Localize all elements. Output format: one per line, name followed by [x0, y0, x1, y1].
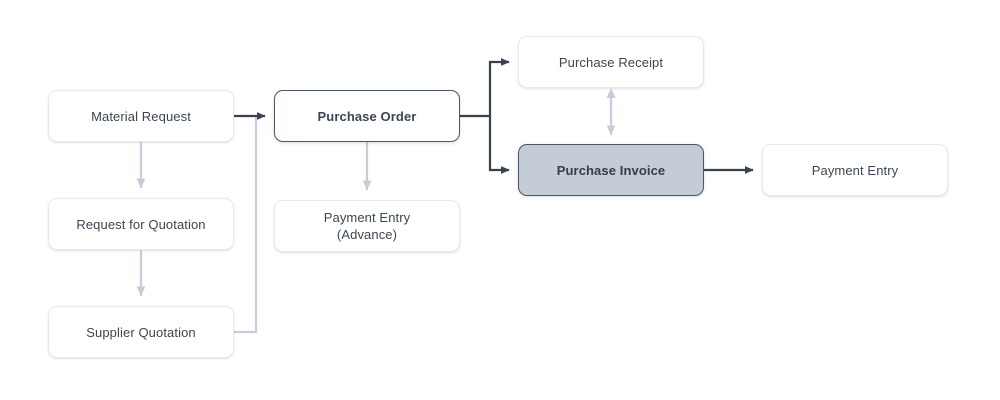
node-supplier-quotation[interactable]: Supplier Quotation	[48, 306, 234, 358]
edge-purchase-order-to-purchase-receipt	[488, 58, 510, 116]
node-material-request[interactable]: Material Request	[48, 90, 234, 142]
edge-purchase-order-to-purchase-invoice	[488, 116, 510, 174]
node-purchase-receipt[interactable]: Purchase Receipt	[518, 36, 704, 88]
edge-supplier-quotation-to-purchase-order	[234, 117, 258, 334]
node-payment-entry[interactable]: Payment Entry	[762, 144, 948, 196]
node-purchase-invoice[interactable]: Purchase Invoice	[518, 144, 704, 196]
node-purchase-order[interactable]: Purchase Order	[274, 90, 460, 142]
node-payment-entry-advance[interactable]: Payment Entry (Advance)	[274, 200, 460, 252]
node-request-for-quotation[interactable]: Request for Quotation	[48, 198, 234, 250]
